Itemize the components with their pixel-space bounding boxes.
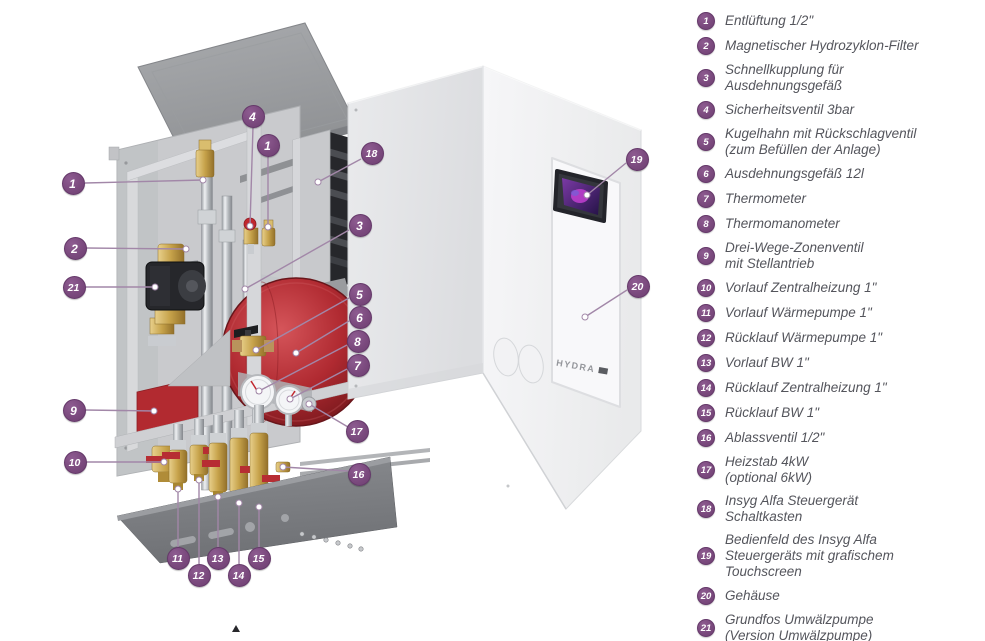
legend-label-16: Ablassventil 1/2" bbox=[725, 430, 825, 445]
legend-label-1: Entlüftung 1/2" bbox=[725, 13, 814, 28]
legend-item-19: 19 Bedienfeld des Insyg Alfa Steuergeräts… bbox=[697, 532, 985, 580]
legend-label-6: Ausdehnungsgefäß 12l bbox=[725, 166, 864, 181]
callout-10-port: 10 bbox=[64, 451, 87, 474]
leader-dots bbox=[150, 176, 591, 511]
callout-9-zone-valve: 9 bbox=[63, 399, 86, 422]
legend-label-12: Rücklauf Wärmepumpe 1" bbox=[725, 330, 883, 345]
legend-badge-8: 8 bbox=[697, 215, 715, 233]
legend-item-1: 1 Entlüftung 1/2" bbox=[697, 12, 985, 30]
callout-2-filter: 2 bbox=[64, 237, 87, 260]
callout-12-port: 12 bbox=[188, 564, 211, 587]
legend-label-17: Heizstab 4kW (optional 6kW) bbox=[725, 454, 813, 485]
legend-item-6: 6 Ausdehnungsgefäß 12l bbox=[697, 165, 985, 183]
legend: 1 Entlüftung 1/2" 2 Magnetischer Hydrozykl… bbox=[697, 12, 985, 641]
bottom-panel bbox=[116, 456, 398, 564]
frame bbox=[126, 127, 259, 453]
callout-15-port: 15 bbox=[248, 547, 271, 570]
legend-item-8: 8 Thermomanometer bbox=[697, 215, 985, 233]
legend-badge-20: 20 bbox=[697, 587, 715, 605]
legend-item-9: 9 Drei-Wege-Zonenventil mit Stellantrieb bbox=[697, 240, 985, 272]
page-mark bbox=[232, 625, 240, 632]
legend-label-20: Gehäuse bbox=[725, 588, 780, 603]
legend-item-12: 12 Rücklauf Wärmepumpe 1" bbox=[697, 329, 985, 347]
legend-label-8: Thermomanometer bbox=[725, 216, 840, 231]
callout-17-heater: 17 bbox=[346, 420, 369, 443]
legend-label-9: Drei-Wege-Zonenventil mit Stellantrieb bbox=[725, 240, 864, 271]
legend-badge-9: 9 bbox=[697, 247, 715, 265]
touchscreen-display bbox=[553, 169, 608, 223]
callout-14-port: 14 bbox=[228, 564, 251, 587]
legend-item-13: 13 Vorlauf BW 1" bbox=[697, 354, 985, 372]
callout-4-safety-valve: 4 bbox=[242, 105, 265, 128]
legend-badge-18: 18 bbox=[697, 500, 715, 518]
panel-bolts bbox=[299, 531, 364, 552]
legend-badge-2: 2 bbox=[697, 37, 715, 55]
legend-item-3: 3 Schnellkupplung für Ausdehnungsgefäß bbox=[697, 62, 985, 94]
legend-badge-12: 12 bbox=[697, 329, 715, 347]
callout-8-thermomanometer: 8 bbox=[347, 330, 370, 353]
brand-logo-box bbox=[597, 366, 608, 375]
legend-badge-4: 4 bbox=[697, 101, 715, 119]
callout-18-control-box: 18 bbox=[361, 142, 384, 165]
legend-badge-13: 13 bbox=[697, 354, 715, 372]
legend-item-16: 16 Ablassventil 1/2" bbox=[697, 429, 985, 447]
legend-badge-19: 19 bbox=[697, 547, 715, 565]
legend-badge-6: 6 bbox=[697, 165, 715, 183]
legend-label-7: Thermometer bbox=[725, 191, 807, 206]
legend-badge-3: 3 bbox=[697, 69, 715, 87]
circulation-pump bbox=[145, 261, 206, 311]
callout-11-port: 11 bbox=[167, 547, 190, 570]
callout-13-port: 13 bbox=[207, 547, 230, 570]
legend-label-10: Vorlauf Zentralheizung 1" bbox=[725, 280, 877, 295]
legend-item-4: 4 Sicherheitsventil 3bar bbox=[697, 101, 985, 119]
legend-badge-16: 16 bbox=[697, 429, 715, 447]
callout-5-fill-valve: 5 bbox=[349, 283, 372, 306]
legend-item-17: 17 Heizstab 4kW (optional 6kW) bbox=[697, 454, 985, 486]
legend-item-5: 5 Kugelhahn mit Rückschlagventil (zum Bef… bbox=[697, 126, 985, 158]
legend-label-15: Rücklauf BW 1" bbox=[725, 405, 820, 420]
legend-item-2: 2 Magnetischer Hydrozyklon-Filter bbox=[697, 37, 985, 55]
legend-badge-17: 17 bbox=[697, 461, 715, 479]
legend-label-13: Vorlauf BW 1" bbox=[725, 355, 809, 370]
legend-item-15: 15 Rücklauf BW 1" bbox=[697, 404, 985, 422]
cabinet bbox=[347, 65, 642, 510]
callout-7-thermometer: 7 bbox=[347, 354, 370, 377]
callout-16-drain: 16 bbox=[348, 463, 371, 486]
legend-label-2: Magnetischer Hydrozyklon-Filter bbox=[725, 38, 919, 53]
legend-badge-14: 14 bbox=[697, 379, 715, 397]
callout-6-vessel: 6 bbox=[349, 306, 372, 329]
legend-item-18: 18 Insyg Alfa Steuergerät Schaltkasten bbox=[697, 493, 985, 525]
fill-valve bbox=[232, 325, 274, 357]
legend-label-19: Bedienfeld des Insyg Alfa Steuergeräts m… bbox=[725, 532, 894, 579]
legend-label-11: Vorlauf Wärmepumpe 1" bbox=[725, 305, 872, 320]
callout-21-pump: 21 bbox=[63, 276, 86, 299]
legend-item-21: 21 Grundfos Umwälzpumpe (Version Umwälzpu… bbox=[697, 612, 985, 641]
legend-label-14: Rücklauf Zentralheizung 1" bbox=[725, 380, 887, 395]
legend-badge-7: 7 bbox=[697, 190, 715, 208]
legend-badge-5: 5 bbox=[697, 133, 715, 151]
legend-item-11: 11 Vorlauf Wärmepumpe 1" bbox=[697, 304, 985, 322]
callout-19-display: 19 bbox=[626, 148, 649, 171]
callout-1-vent: 1 bbox=[62, 172, 85, 195]
legend-item-7: 7 Thermometer bbox=[697, 190, 985, 208]
legend-badge-1: 1 bbox=[697, 12, 715, 30]
callout-20-cabinet: 20 bbox=[627, 275, 650, 298]
callout-3-coupling: 3 bbox=[349, 214, 372, 237]
legend-badge-21: 21 bbox=[697, 619, 715, 637]
callout-1-vent-2: 1 bbox=[257, 134, 280, 157]
legend-label-5: Kugelhahn mit Rückschlagventil (zum Befü… bbox=[725, 126, 917, 157]
legend-label-3: Schnellkupplung für Ausdehnungsgefäß bbox=[725, 62, 844, 93]
legend-badge-11: 11 bbox=[697, 304, 715, 322]
legend-badge-15: 15 bbox=[697, 404, 715, 422]
legend-item-14: 14 Rücklauf Zentralheizung 1" bbox=[697, 379, 985, 397]
legend-label-4: Sicherheitsventil 3bar bbox=[725, 102, 855, 117]
legend-badge-10: 10 bbox=[697, 279, 715, 297]
legend-item-20: 20 Gehäuse bbox=[697, 587, 985, 605]
leader-lines bbox=[84, 126, 628, 564]
legend-label-18: Insyg Alfa Steuergerät Schaltkasten bbox=[725, 493, 859, 524]
legend-item-10: 10 Vorlauf Zentralheizung 1" bbox=[697, 279, 985, 297]
legend-label-21: Grundfos Umwälzpumpe (Version Umwälzpump… bbox=[725, 612, 874, 641]
